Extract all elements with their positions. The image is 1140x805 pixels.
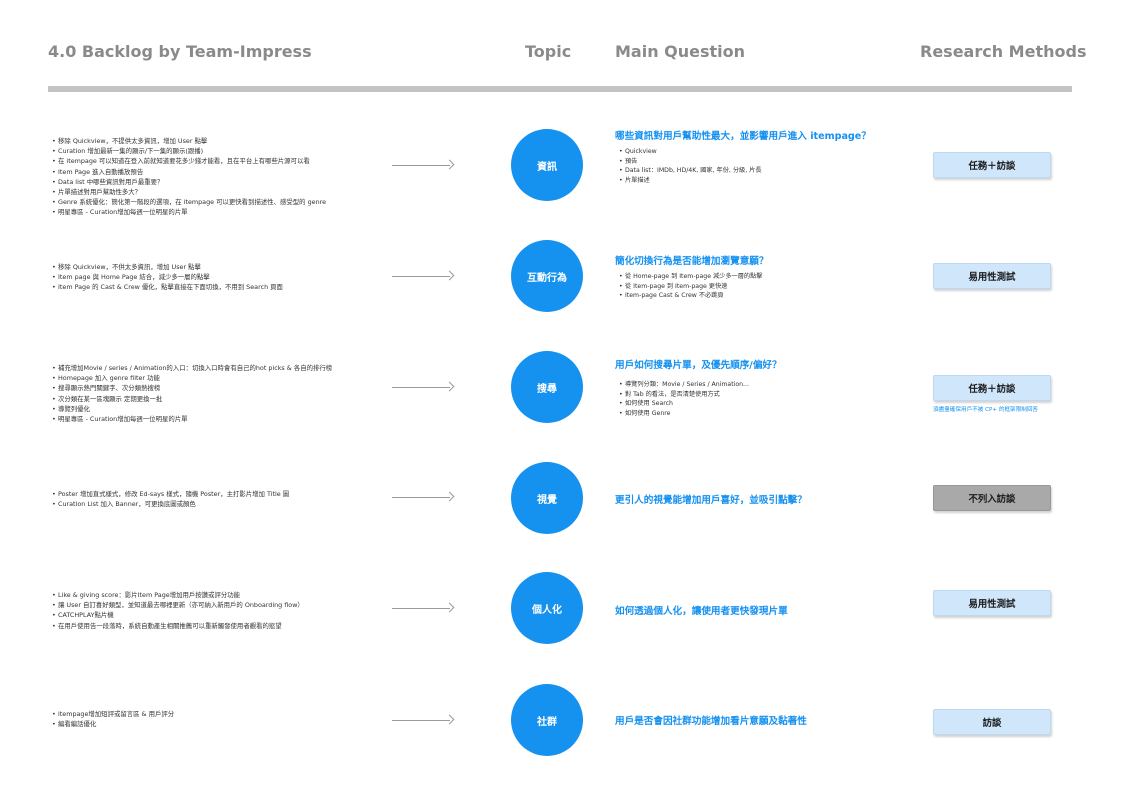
research-method-tag: 易用性測試 [933,263,1051,289]
question-detail-item: 導覽列分類：Movie / Series / Animation... [619,380,749,390]
page-title: 4.0 Backlog by Team-Impress [48,42,312,61]
feature-item: 在用戶使用告一段落時，系統自動產生相關推薦可以重新觸發使用者觀看的慾望 [52,621,304,631]
feature-item: 編看編話優化 [52,719,174,729]
question-detail-item: 從 Item-page 到 Item-page 更快速 [619,282,762,292]
main-question: 哪些資訊對用戶幫助性最大，並影響用戶進入 itempage？ [615,131,871,142]
header: 4.0 Backlog by Team-Impress Topic Main Q… [0,0,1140,92]
question-detail-list: Quickview 預告 Data list：IMDb, HD/4K, 國家, … [619,147,762,185]
question-detail-item: 如何使用 Search [619,399,749,409]
topic-circle: 社群 [511,684,583,756]
topic-circle: 視覺 [511,462,583,534]
header-divider [48,86,1072,92]
feature-list: Like & giving score：影片Item Page增加用戶按讚或評分… [52,590,304,631]
research-method-tag: 任務＋訪談 [933,152,1051,178]
feature-item: 導覽列優化 [52,404,332,414]
feature-item: Item Page 進入自動播放預告 [52,167,326,177]
question-detail-item: 從 Home-page 到 Item-page 減少多一層的點擊 [619,272,762,282]
arrow-icon [392,381,455,392]
column-header-topic: Topic [525,42,572,61]
topic-circle: 搜尋 [511,351,583,423]
feature-item: Curation 增加最新一集的顯示/下一集的顯示(跟播) [52,146,326,156]
feature-item: 在 itempage 可以知道在登入前就知道要花多少錢才能看，且在平台上有哪些片… [52,156,326,166]
research-method-tag: 訪談 [933,709,1051,735]
feature-item: Data list 中哪些資訊對用戶最重要？ [52,177,326,187]
feature-item: Homepage 加入 genre filter 功能 [52,373,332,383]
main-question: 用戶是否會因社群功能增加看片意願及黏著性 [615,716,807,727]
main-question: 更引人的視覺能增加用戶喜好，並吸引點擊？ [615,495,807,506]
topic-circle: 個人化 [511,572,583,644]
topic-circle: 互動行為 [511,240,583,312]
question-detail-item: 如何使用 Genre [619,409,749,419]
feature-list: 移除 Quickview，不提供太多資訊，增加 User 點擊 Curation… [52,136,326,218]
research-method-tag-excluded: 不列入訪談 [933,485,1051,511]
feature-item: Genre 系統優化：簡化第一階段的選項，在 itempage 可以更快看到描述… [52,197,326,207]
feature-item: Item Page 的 Cast & Crew 優化，點擊直接在下面切換，不用到… [52,282,283,292]
column-header-research-methods: Research Methods [920,42,1087,61]
feature-list: 補充增加Movie / series / Animation的入口：切換入口時會… [52,363,332,424]
research-method-note: 須盡量確保用戶不被 CP+ 的框架限制回答 [933,407,1039,413]
feature-item: 讓 User 自訂喜好類型，並知道最去哪裡更新（亦可納入新用戶的 Onboard… [52,600,304,610]
feature-item: 移除 Quickview，不供太多資訊，增加 User 點擊 [52,262,283,272]
main-question: 如何透過個人化，讓使用者更快發現片單 [615,606,788,617]
feature-item: 明星專區 - Curation增加每週一位明星的片單 [52,414,332,424]
feature-list: 移除 Quickview，不供太多資訊，增加 User 點擊 Item page… [52,262,283,293]
question-detail-list: 從 Home-page 到 Item-page 減少多一層的點擊 從 Item-… [619,272,762,301]
research-method-tag: 任務＋訪談 [933,375,1051,401]
question-detail-item: 對 Tab 的看法，是否清楚使用方式 [619,390,749,400]
question-detail-item: Quickview [619,147,762,157]
feature-item: Curation List 加入 Banner，可更換底圖或顏色 [52,499,289,509]
feature-item: 移除 Quickview，不提供太多資訊，增加 User 點擊 [52,136,326,146]
question-detail-list: 導覽列分類：Movie / Series / Animation... 對 Ta… [619,380,749,418]
feature-item: itempage增加短評或留言區 & 用戶評分 [52,709,174,719]
research-method-tag: 易用性測試 [933,590,1051,616]
arrow-icon [392,602,455,613]
question-detail-item: 片單描述 [619,176,762,186]
feature-item: Like & giving score：影片Item Page增加用戶按讚或評分… [52,590,304,600]
question-detail-item: 預告 [619,157,762,167]
question-detail-item: Item-page Cast & Crew 不必跳頁 [619,291,762,301]
main-question: 簡化切換行為是否能增加瀏覽意願？ [615,256,769,267]
feature-item: 明星專區 - Curation增加每週一位明星的片單 [52,207,326,217]
feature-item: 片單描述對用戶幫助性多大？ [52,187,326,197]
feature-item: 補充增加Movie / series / Animation的入口：切換入口時會… [52,363,332,373]
feature-item: CATCHPLAY點片機 [52,610,304,620]
main-question: 用戶如何搜尋片單，及優先順序/偏好？ [615,360,782,371]
feature-item: Poster 增加直式樣式，修改 Ed-says 樣式，隨機 Poster，主打… [52,489,289,499]
column-header-main-question: Main Question [615,42,746,61]
question-detail-item: Data list：IMDb, HD/4K, 國家, 年份, 分級, 片長 [619,166,762,176]
feature-list: Poster 增加直式樣式，修改 Ed-says 樣式，隨機 Poster，主打… [52,489,289,510]
feature-item: 搜尋顯示熱門關鍵字、次分類熱搜榜 [52,383,332,393]
arrow-icon [392,714,455,725]
feature-item: 次分類在某一區塊顯示 定期更換一批 [52,394,332,404]
arrow-icon [392,159,455,170]
arrow-icon [392,491,455,502]
feature-list: itempage增加短評或留言區 & 用戶評分 編看編話優化 [52,709,174,730]
feature-item: Item page 與 Home Page 結合，減少多一層的點擊 [52,272,283,282]
topic-circle: 資訊 [511,129,583,201]
arrow-icon [392,270,455,281]
